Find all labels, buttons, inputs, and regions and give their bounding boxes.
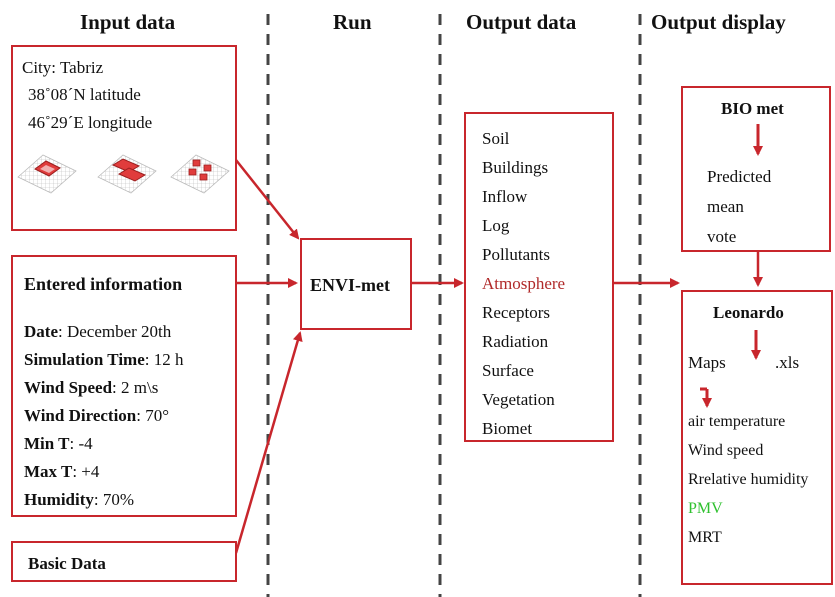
output-item-surface: Surface bbox=[482, 361, 534, 380]
header-run: Run bbox=[333, 10, 372, 34]
output-item-log: Log bbox=[482, 216, 510, 235]
output-item-buildings: Buildings bbox=[482, 158, 549, 177]
biomet-box: BIO met Predicted mean vote bbox=[681, 86, 831, 252]
entered-information-title: Entered information bbox=[24, 274, 183, 294]
output-item-biomet: Biomet bbox=[482, 419, 533, 438]
courtyard-layout-icon bbox=[17, 154, 77, 194]
biomet-line: mean bbox=[707, 197, 744, 216]
basic-data-label: Basic Data bbox=[28, 554, 106, 573]
longitude-label: 46˚29´E longitude bbox=[28, 113, 153, 132]
entered-row: Wind Direction: 70° bbox=[24, 407, 169, 424]
header-output-display: Output display bbox=[651, 10, 786, 34]
envimet-box: ENVI-met bbox=[300, 238, 412, 330]
output-item-atmosphere: Atmosphere bbox=[482, 274, 566, 293]
biomet-line: vote bbox=[707, 227, 737, 246]
output-item-inflow: Inflow bbox=[482, 187, 528, 206]
row-label: Min T bbox=[24, 434, 70, 453]
output-item-vegetation: Vegetation bbox=[482, 390, 555, 409]
maps-label: Maps bbox=[688, 353, 726, 372]
row-label: Max T bbox=[24, 462, 73, 481]
location-box: City: Tabriz 38˚08´N latitude 46˚29´E lo… bbox=[11, 45, 237, 231]
leonardo-item-wind-speed: Wind speed bbox=[688, 442, 764, 459]
arrow-basic-to-envimet bbox=[234, 331, 303, 554]
row-value: : 12 h bbox=[144, 350, 184, 369]
row-value: : 70% bbox=[93, 490, 135, 509]
entered-row: Max T: +4 bbox=[24, 463, 99, 480]
row-label: Wind Direction bbox=[24, 406, 137, 425]
entered-row: Humidity: 70% bbox=[24, 491, 134, 508]
header-output-data: Output data bbox=[466, 10, 577, 34]
basic-data-box: Basic Data bbox=[11, 541, 237, 582]
leonardo-item-mrt: MRT bbox=[688, 529, 722, 546]
output-item-radiation: Radiation bbox=[482, 332, 549, 351]
xls-label: .xls bbox=[775, 353, 800, 372]
row-value: : 70° bbox=[136, 406, 170, 425]
pavilion-blocks-layout-icon bbox=[170, 154, 230, 194]
leonardo-title: Leonardo bbox=[713, 303, 784, 322]
row-label: Humidity bbox=[24, 490, 94, 509]
envimet-label: ENVI-met bbox=[310, 275, 390, 295]
biomet-title: BIO met bbox=[721, 99, 784, 118]
latitude-label: 38˚08´N latitude bbox=[28, 85, 141, 104]
row-label: Date bbox=[24, 322, 58, 341]
entered-row: Date: December 20th bbox=[24, 323, 171, 340]
entered-row: Wind Speed: 2 m\s bbox=[24, 379, 158, 396]
row-label: Wind Speed bbox=[24, 378, 113, 397]
row-value: : +4 bbox=[72, 462, 100, 481]
output-item-receptors: Receptors bbox=[482, 303, 550, 322]
leonardo-item-relative-humidity: Rrelative humidity bbox=[688, 471, 809, 488]
header-input-data: Input data bbox=[80, 10, 176, 34]
leonardo-item-pmv: PMV bbox=[688, 500, 723, 517]
entered-row: Simulation Time: 12 h bbox=[24, 351, 184, 368]
city-label: City: Tabriz bbox=[22, 58, 104, 77]
row-label: Simulation Time bbox=[24, 350, 145, 369]
building-layout-illustrations bbox=[17, 154, 230, 194]
arrow-input-to-envimet bbox=[235, 159, 300, 240]
row-value: : -4 bbox=[69, 434, 93, 453]
entered-information-box: Entered information Date: December 20th … bbox=[11, 255, 237, 517]
biomet-line: Predicted bbox=[707, 167, 772, 186]
entered-row: Min T: -4 bbox=[24, 435, 93, 452]
row-value: : 2 m\s bbox=[112, 378, 159, 397]
parallel-blocks-layout-icon bbox=[97, 154, 157, 194]
output-item-pollutants: Pollutants bbox=[482, 245, 551, 264]
leonardo-item-air-temperature: air temperature bbox=[688, 413, 786, 430]
leonardo-box: Leonardo Maps .xls air temperature Wind … bbox=[681, 290, 833, 585]
row-value: : December 20th bbox=[57, 322, 172, 341]
output-item-soil: Soil bbox=[482, 129, 510, 148]
output-data-box: Soil Buildings Inflow Log Pollutants Atm… bbox=[464, 112, 614, 442]
